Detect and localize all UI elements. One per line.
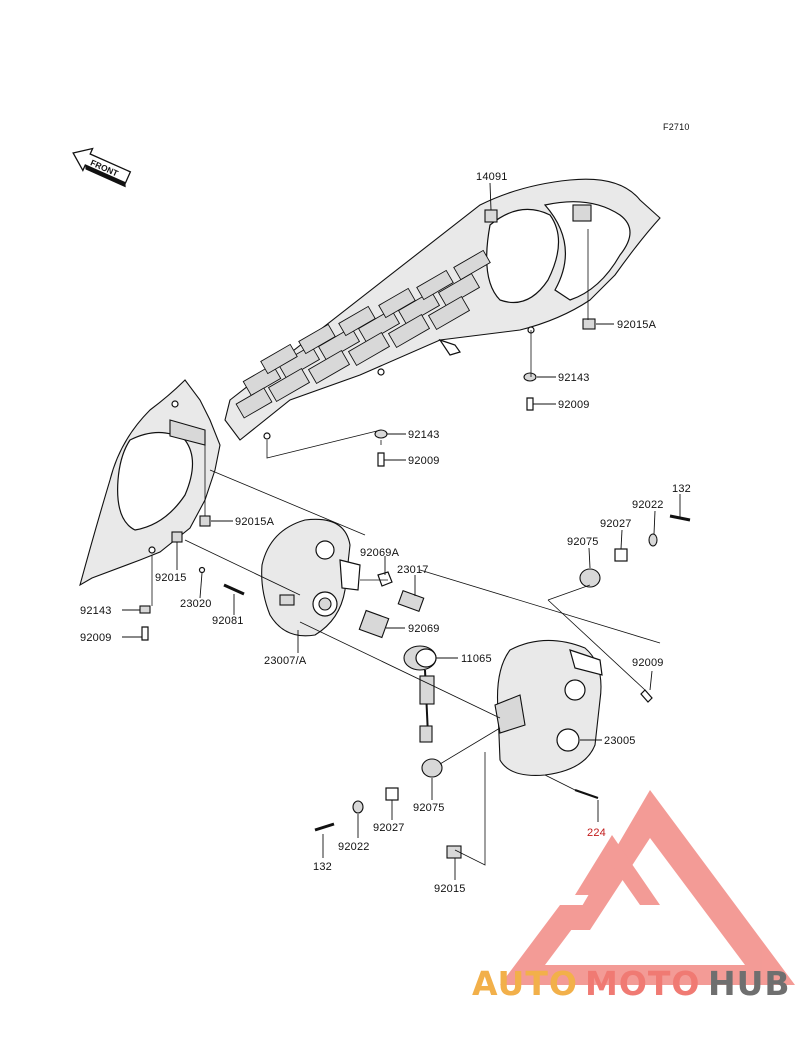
front-arrow-icon: FRONT <box>72 147 132 188</box>
bolt-92009-right <box>526 397 534 411</box>
screw-23020 <box>198 566 206 574</box>
label-92069a: 92069A <box>360 547 400 559</box>
bolt-92009-center <box>377 452 385 467</box>
label-92022-top: 92022 <box>632 499 664 511</box>
label-132-bot: 132 <box>313 861 332 873</box>
label-224: 224 <box>587 827 606 839</box>
watermark-hub: HUB <box>708 964 791 1003</box>
figure-code: F2710 <box>663 122 690 132</box>
grommet-92075-bot <box>421 758 443 778</box>
label-92009-mid: 92009 <box>632 657 664 669</box>
watermark-logo <box>500 790 795 985</box>
logo-triangle-icon <box>500 790 795 985</box>
left-cowl <box>79 379 221 587</box>
label-23017: 23017 <box>397 564 429 576</box>
label-11065: 11065 <box>461 653 492 665</box>
label-92143-center: 92143 <box>408 429 440 441</box>
socket-harness-11065 <box>403 645 437 743</box>
label-92027-top: 92027 <box>600 518 632 530</box>
part-labels: 14091 92015A 92143 92009 92143 92009 920… <box>80 171 691 895</box>
label-23020: 23020 <box>180 598 212 610</box>
socket-92069 <box>358 609 390 639</box>
headlight-housing <box>223 518 361 637</box>
label-92075-top: 92075 <box>567 536 599 548</box>
clip-92015a-top <box>582 318 596 330</box>
bolt-92009-left <box>141 626 149 641</box>
label-92069: 92069 <box>408 623 440 635</box>
label-14091: 14091 <box>476 171 508 183</box>
headlight-right <box>494 639 603 776</box>
label-92022-bot: 92022 <box>338 841 370 853</box>
label-132-top: 132 <box>672 483 691 495</box>
bolt-132-bot <box>314 822 335 832</box>
bolt-224 <box>574 789 599 799</box>
bolt-92009-mid <box>640 689 653 703</box>
label-92009-right: 92009 <box>558 399 590 411</box>
label-92015-left: 92015 <box>155 572 187 584</box>
logo-inner-icon <box>575 835 660 905</box>
label-92081: 92081 <box>212 615 244 627</box>
washer-92022-top <box>648 533 658 547</box>
label-92015-bot: 92015 <box>434 883 466 895</box>
watermark-text: AUTO MOTO HUB <box>472 964 791 1003</box>
washer-92143-right <box>523 372 537 382</box>
clip-92015-left <box>171 531 183 543</box>
bulb-23017 <box>397 589 425 613</box>
clip-92015a-left <box>199 515 211 527</box>
washer-92143-left <box>139 605 151 614</box>
collar-92027-top <box>614 548 628 562</box>
leader-lines <box>122 182 681 880</box>
label-92143-left: 92143 <box>80 605 112 617</box>
label-23005: 23005 <box>604 735 636 747</box>
collar-92027-bot <box>385 787 399 801</box>
clip-92015-bot <box>446 845 462 859</box>
watermark-moto: MOTO <box>585 964 700 1003</box>
upper-cowl <box>224 178 661 441</box>
label-92015a-top: 92015A <box>617 319 657 331</box>
label-92075-bot: 92075 <box>413 802 445 814</box>
label-92015a-left: 92015A <box>235 516 275 528</box>
label-92009-left: 92009 <box>80 632 112 644</box>
watermark-auto: AUTO <box>472 964 578 1003</box>
grommet-92075-top <box>579 568 601 588</box>
label-92009-center: 92009 <box>408 455 440 467</box>
washer-92022-bot <box>352 800 364 814</box>
label-23007a: 23007/A <box>264 655 307 667</box>
reference-lines <box>151 229 661 866</box>
label-92027-bot: 92027 <box>373 822 405 834</box>
label-92143-right: 92143 <box>558 372 590 384</box>
